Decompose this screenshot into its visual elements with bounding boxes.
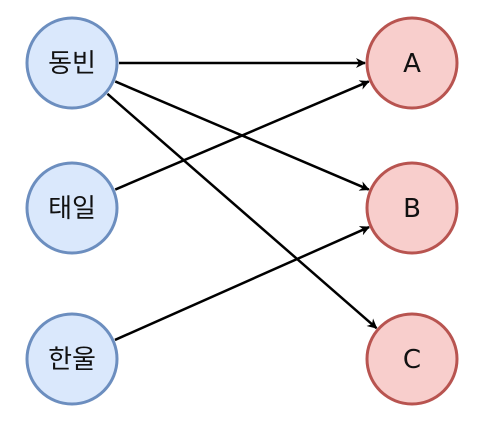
- node-A-circle: [365, 16, 459, 110]
- node-taeil-circle: [25, 161, 119, 255]
- edges-group: [106, 58, 378, 342]
- node-C-label: C: [403, 345, 421, 375]
- node-hanul-circle: [25, 312, 119, 406]
- edge-hanul-B: [114, 225, 370, 342]
- node-A-label: A: [403, 49, 421, 79]
- edge-taeil-A: [114, 80, 370, 191]
- node-C-circle: [365, 312, 459, 406]
- node-B: B: [365, 161, 459, 255]
- node-C: C: [365, 312, 459, 406]
- node-dongbin-label: 동빈: [48, 49, 96, 79]
- node-dongbin-circle: [25, 16, 119, 110]
- node-hanul: 한울: [25, 312, 119, 406]
- node-B-label: B: [403, 194, 421, 224]
- node-taeil: 태일: [25, 161, 119, 255]
- node-hanul-label: 한울: [48, 345, 96, 375]
- edge-dongbin-C: [106, 92, 378, 330]
- node-dongbin: 동빈: [25, 16, 119, 110]
- node-A: A: [365, 16, 459, 110]
- node-taeil-label: 태일: [48, 194, 96, 224]
- node-B-circle: [365, 161, 459, 255]
